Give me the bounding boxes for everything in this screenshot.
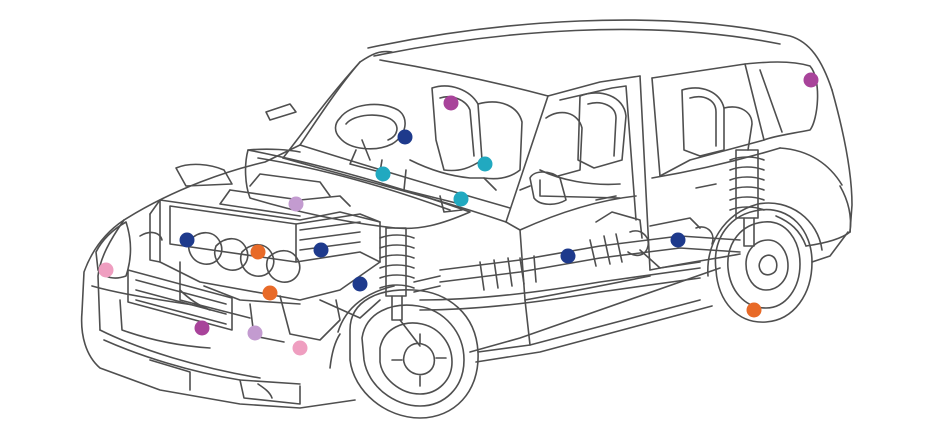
front-wheel: [329, 285, 479, 419]
hotspot-front-axle[interactable]: [292, 340, 308, 356]
car-line-art: [80, 19, 853, 419]
hotspot-rear-brake[interactable]: [746, 302, 762, 318]
hotspot-front-strut[interactable]: [352, 276, 368, 292]
front-strut: [385, 227, 407, 297]
hotspot-driveshaft[interactable]: [560, 248, 576, 264]
hotspot-engine-lower[interactable]: [262, 285, 278, 301]
hotspot-cabin-mirror[interactable]: [443, 95, 459, 111]
roof-outline: [367, 19, 833, 91]
hotspot-steering-column[interactable]: [397, 129, 413, 145]
hotspot-engine-bottom[interactable]: [247, 325, 263, 341]
hotspot-layer: [98, 72, 819, 356]
body-outline: [831, 89, 853, 233]
rear-strut: [735, 149, 759, 219]
hotspot-engine-left[interactable]: [179, 232, 195, 248]
hotspot-seat-upper[interactable]: [477, 156, 493, 172]
driveshaft: [439, 235, 741, 271]
hotspot-engine-intake[interactable]: [250, 244, 266, 260]
hotspot-front-bumper[interactable]: [194, 320, 210, 336]
rear-wheel: [707, 202, 823, 323]
side-mirror: [529, 171, 567, 206]
steering-wheel: [334, 103, 406, 150]
rear-seat: [577, 92, 627, 169]
windshield: [282, 61, 361, 159]
hotspot-seat-lower[interactable]: [453, 191, 469, 207]
hotspot-dashboard-center[interactable]: [375, 166, 391, 182]
hotspot-headlight[interactable]: [98, 262, 114, 278]
hood: [247, 148, 301, 153]
hotspot-engine-right[interactable]: [313, 242, 329, 258]
hotspot-engine-cover[interactable]: [288, 196, 304, 212]
hotspot-rear-roof[interactable]: [803, 72, 819, 88]
hotspot-rear-axle[interactable]: [670, 232, 686, 248]
